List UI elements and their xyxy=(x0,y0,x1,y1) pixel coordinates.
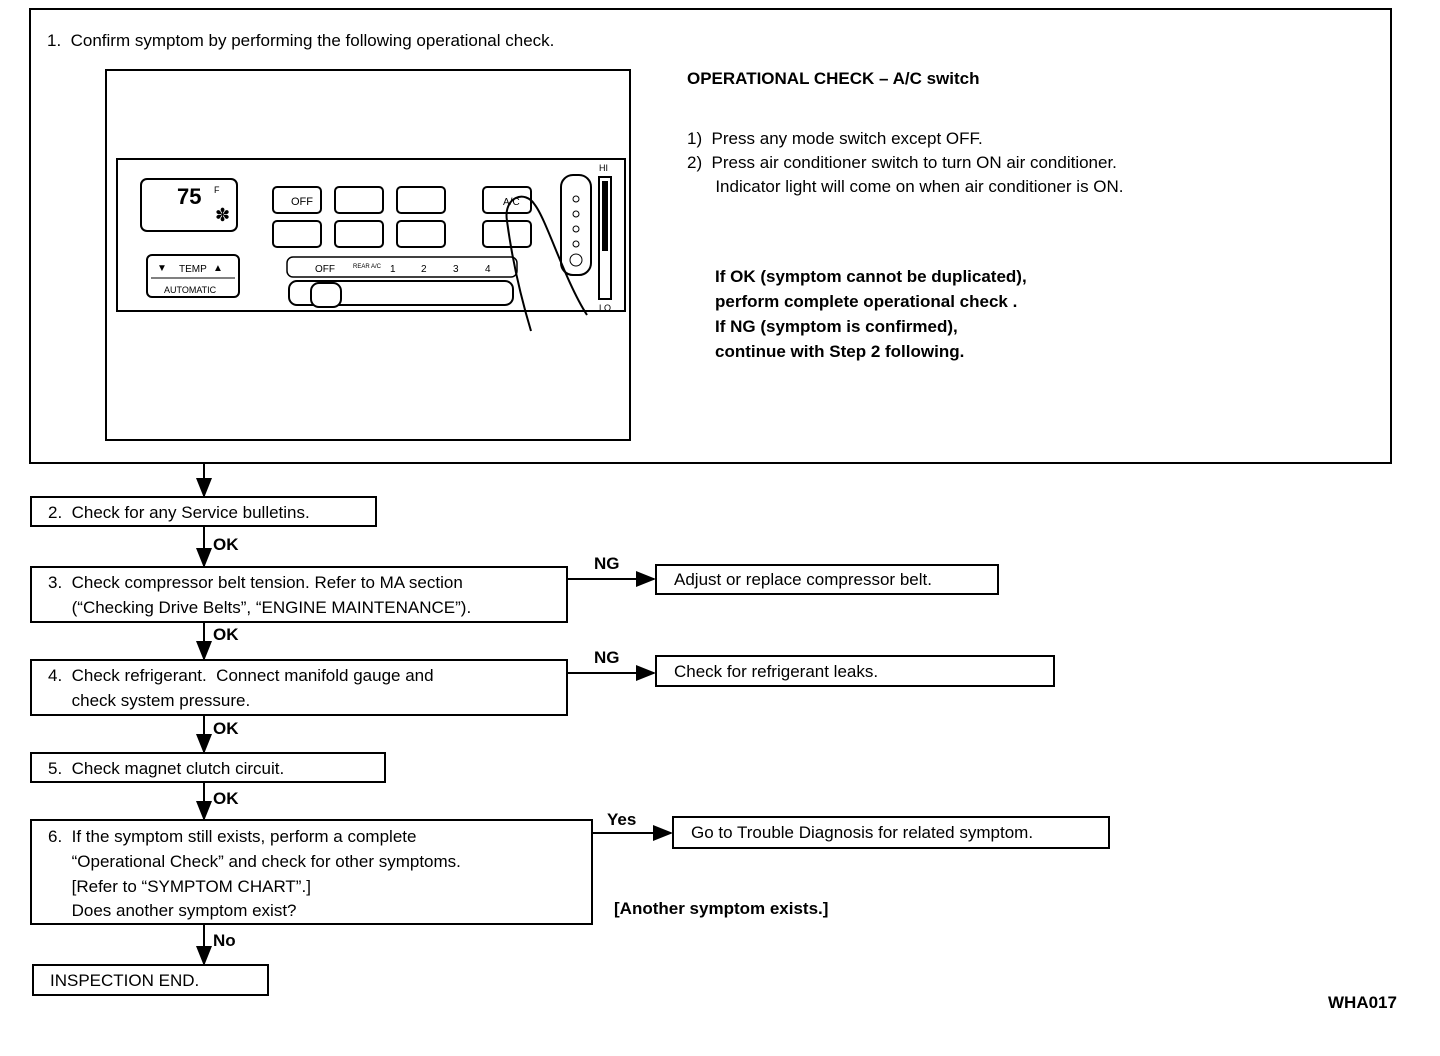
mode-off-button xyxy=(272,186,322,214)
fan-slider-knob xyxy=(310,282,342,308)
step6-line-3: [Refer to “SYMPTOM CHART”.] xyxy=(48,877,311,896)
step2-box: 2. Check for any Service bulletins. xyxy=(30,496,377,527)
step5-box: 5. Check magnet clutch circuit. xyxy=(30,752,386,783)
step6-box: 6. If the symptom still exists, perform … xyxy=(30,819,593,925)
hi-lo-bar xyxy=(598,176,612,300)
mode-defrost-button xyxy=(396,186,446,214)
step3-line-2: (“Checking Drive Belts”, “ENGINE MAINTEN… xyxy=(48,598,472,617)
ng-label-4: NG xyxy=(594,648,620,667)
step6-line-2: “Operational Check” and check for other … xyxy=(48,852,461,871)
op-check-title: OPERATIONAL CHECK – A/C switch xyxy=(687,69,980,88)
step4-ng-box: Check for refrigerant leaks. xyxy=(655,655,1055,687)
mode-bilevel-button xyxy=(334,220,384,248)
step3-ng-box: Adjust or replace compressor belt. xyxy=(655,564,999,595)
step5-text: 5. Check magnet clutch circuit. xyxy=(48,759,285,778)
inspection-end-text: INSPECTION END. xyxy=(50,971,200,990)
result-line-3: If NG (symptom is confirmed), xyxy=(715,317,958,336)
temp-value: 75 xyxy=(177,184,201,209)
hi-label: HI xyxy=(599,163,608,173)
step3-box: 3. Check compressor belt tension. Refer … xyxy=(30,566,568,623)
temp-button-group xyxy=(146,254,240,298)
step6-yes-text: Go to Trouble Diagnosis for related symp… xyxy=(691,823,1034,842)
another-symptom-note: [Another symptom exists.] xyxy=(614,899,829,918)
fan-label-strip xyxy=(286,256,518,278)
temp-up-icon: ▲ xyxy=(213,263,223,274)
step4-line-2: check system pressure. xyxy=(48,691,251,710)
mode-off-label: OFF xyxy=(291,196,313,208)
op-item-2-cont: Indicator light will come on when air co… xyxy=(687,177,1124,196)
lo-label: LO xyxy=(599,303,611,313)
finger-icon xyxy=(505,195,588,332)
step1-text: 1. Confirm symptom by performing the fol… xyxy=(47,31,555,50)
temp-display xyxy=(140,178,238,232)
op-item-2: 2) Press air conditioner switch to turn … xyxy=(687,153,1117,172)
step6-yes-box: Go to Trouble Diagnosis for related symp… xyxy=(672,816,1110,849)
step3-line-1: 3. Check compressor belt tension. Refer … xyxy=(48,573,463,592)
step1-box: 1. Confirm symptom by performing the fol… xyxy=(29,8,1392,464)
temp-unit: F xyxy=(214,185,220,195)
mode-vent-button xyxy=(334,186,384,214)
fan-icon: ✽ xyxy=(215,205,230,225)
auto-label: AUTOMATIC xyxy=(164,285,217,295)
step3-ng-text: Adjust or replace compressor belt. xyxy=(674,570,932,589)
figure-code: WHA017 xyxy=(1328,993,1397,1012)
step4-box: 4. Check refrigerant. Connect manifold g… xyxy=(30,659,568,716)
fan-label-1: 1 xyxy=(390,264,396,275)
temp-down-icon: ▼ xyxy=(157,263,167,274)
inspection-end-box: INSPECTION END. xyxy=(32,964,269,996)
control-panel-illustration: 75 F ✽ ▼ TEMP ▲ AUTOMATIC OFF A/C OFF xyxy=(105,69,631,441)
mode-footdef-button xyxy=(396,220,446,248)
ok-label-4: OK xyxy=(213,719,239,738)
step4-line-1: 4. Check refrigerant. Connect manifold g… xyxy=(48,666,434,685)
fan-slider-track xyxy=(288,280,514,306)
ok-label-3: OK xyxy=(213,625,239,644)
fan-label-off: OFF xyxy=(315,264,335,275)
control-panel-drawing: 75 F ✽ ▼ TEMP ▲ AUTOMATIC OFF A/C OFF xyxy=(116,158,626,332)
step6-line-1: 6. If the symptom still exists, perform … xyxy=(48,827,417,846)
temp-label: TEMP xyxy=(179,264,207,275)
result-line-4: continue with Step 2 following. xyxy=(715,342,965,361)
ok-label-5: OK xyxy=(213,789,239,808)
step4-ng-text: Check for refrigerant leaks. xyxy=(674,662,879,681)
fan-label-rear: REAR A/C xyxy=(353,264,382,270)
panel-outline xyxy=(116,158,626,312)
fan-label-3: 3 xyxy=(453,264,459,275)
result-line-1: If OK (symptom cannot be duplicated), xyxy=(715,267,1027,286)
mode-foot-button xyxy=(272,220,322,248)
indicator-column xyxy=(560,174,592,276)
ok-label-2: OK xyxy=(213,535,239,554)
step2-text: 2. Check for any Service bulletins. xyxy=(48,503,310,522)
no-label-6: No xyxy=(213,931,236,950)
op-item-1: 1) Press any mode switch except OFF. xyxy=(687,129,983,148)
fan-label-4: 4 xyxy=(485,264,491,275)
step6-line-4: Does another symptom exist? xyxy=(48,901,297,920)
result-line-2: perform complete operational check . xyxy=(715,292,1018,311)
fan-label-2: 2 xyxy=(421,264,427,275)
yes-label-6: Yes xyxy=(607,810,637,829)
ng-label-3: NG xyxy=(594,554,620,573)
